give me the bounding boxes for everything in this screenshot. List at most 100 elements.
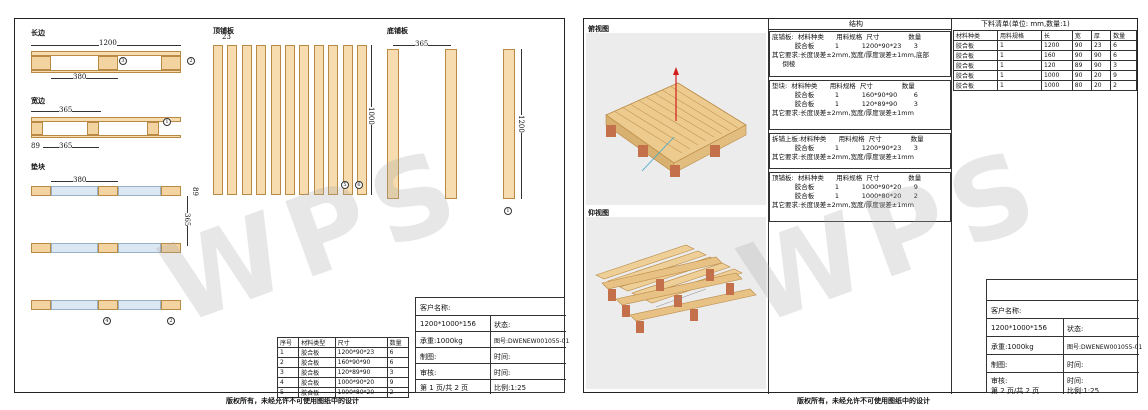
dim-89: 89 [31, 142, 40, 150]
status-label: 状态: [1067, 325, 1084, 333]
bom-cell: 3 [276, 367, 300, 378]
pallet-bottom-view-icon [595, 244, 757, 333]
dim-1200-bottom: 1200 [517, 115, 525, 133]
block-row-2-block [161, 243, 181, 253]
top-board-slat [285, 45, 295, 195]
structure-section: 垫块: 材料种类 用料规格 尺寸 数量 胶合板 1 160*90*90 6 胶合… [769, 80, 951, 130]
structure-line: 其它要求:长度误差±2mm,宽度/厚度误差±1mm [772, 109, 914, 117]
wide-side-block [147, 122, 159, 135]
cut-list-cell: 1 [997, 50, 1043, 61]
bom-cell: 2 [386, 387, 410, 398]
top-board-slat [227, 45, 238, 195]
cut-list-cell: 1000 [1041, 70, 1073, 81]
cut-list-cell: 1 [997, 40, 1043, 51]
dim-1000-top: 1000 [367, 107, 375, 125]
bom-cell: 1200*90*23 [334, 347, 388, 358]
load-value: 承重:1000kg [991, 343, 1034, 351]
top-board-slat [299, 45, 310, 195]
cut-list-cell: 20 [1090, 80, 1112, 91]
bottom-board-slat [445, 49, 457, 199]
structure-line: 顶铺板: 材料种类 用料规格 尺寸 数量 [772, 174, 922, 182]
top-board-slat [313, 45, 324, 195]
cut-list-cell: 90 [1090, 60, 1112, 71]
structure-line: 拆铺上板:材料种类 用料规格 尺寸 数量 [772, 135, 924, 143]
block-row-1-block [98, 186, 118, 196]
title-divider [1063, 318, 1064, 394]
cut-list-cell: 胶合板 [952, 70, 999, 81]
block-row-2-block [31, 243, 51, 253]
label-bottom-board: 底铺板 [387, 26, 408, 35]
cut-list-cell: 90 [1071, 40, 1092, 51]
footer-note-1: 版权所有，未经允许不可使用图纸中的设计 [226, 397, 359, 405]
bom-header: 数量 [386, 337, 410, 348]
dim-89-block: 89 [191, 187, 199, 196]
cut-list-cell: 160 [1041, 50, 1073, 61]
block-row-2-gap [51, 243, 98, 253]
bom-cell: 4 [276, 377, 300, 388]
structure-title: 结构 [849, 20, 863, 28]
cut-list-cell: 1000 [1041, 80, 1073, 91]
title-divider [490, 315, 491, 394]
structure-line: 其它要求:长度误差±2mm,宽度/厚度误差±1mm [772, 153, 914, 161]
cut-list-header-row: 材料种类 用料规格 长 宽 厚 数量 [952, 30, 1137, 41]
label-long-side: 长边 [31, 28, 45, 37]
bom-cell: 1 [276, 347, 300, 358]
block-row-1-gap [118, 186, 161, 196]
structure-line: 其它要求:长度误差±2mm,宽度/厚度误差±1mm [772, 201, 914, 209]
footer-note-2: 版权所有，未经允许不可使用图纸中的设计 [797, 397, 930, 405]
cut-list-header: 用料规格 [997, 30, 1043, 41]
dim-380-long: 380 [73, 73, 87, 81]
cut-list-title: 下料清单(单位: mm,数量:1) [981, 20, 1070, 28]
cut-list-header: 材料种类 [952, 30, 999, 41]
status-label: 状态: [494, 321, 511, 329]
structure-line: 胶合板 1 120*89*90 3 [772, 100, 918, 108]
top-board-slats [213, 45, 367, 195]
scale-value: 比例:1:25 [1067, 387, 1100, 395]
callout-2-block: 2 [167, 317, 175, 325]
callout-6: 6 [355, 181, 363, 189]
bom-header: 尺寸 [334, 337, 388, 348]
cut-list-cell: 80 [1071, 80, 1092, 91]
callout-2: 2 [187, 57, 195, 65]
bom-cell: 胶合板 [298, 347, 336, 358]
top-board-slat [213, 45, 223, 195]
long-side-block [31, 56, 51, 70]
page-number: 第 1 页/共 2 页 [420, 384, 469, 392]
long-side-top-board [31, 51, 181, 56]
customer-label: 客户名称: [991, 307, 1022, 315]
time-label: 时间: [1067, 361, 1084, 369]
block-row-3-gap [118, 300, 161, 310]
structure-line: 胶合板 1 160*90*90 6 [772, 91, 918, 99]
cut-list-cell: 6 [1110, 50, 1137, 61]
bom-header: 材料类型 [298, 337, 336, 348]
spec-value: 1200*1000*156 [991, 324, 1047, 332]
reviewer-label: 审核: [991, 377, 1008, 385]
dim-23-top: 23 [222, 33, 231, 41]
label-top-view: 俯视图 [588, 24, 609, 33]
bom-cell: 胶合板 [298, 367, 336, 378]
bom-cell: 胶合板 [298, 387, 336, 398]
callout-5: 5 [341, 181, 349, 189]
structure-line: 底铺板: 材料种类 用料规格 尺寸 数量 [772, 33, 922, 41]
drawing-sheet-1: 长边 1200 3 2 380 宽边 365 1 89 365 垫块 380 8… [14, 18, 569, 398]
bom-cell: 1000*80*20 [334, 387, 388, 398]
dim-365-wide-2: 365 [59, 142, 73, 150]
structure-header: 结构 [769, 19, 951, 30]
bottom-board-slat [387, 49, 399, 199]
callout-1: 1 [163, 118, 171, 126]
bom-cell: 胶合板 [298, 377, 336, 388]
dim-365-wide: 365 [59, 106, 73, 114]
drawing-number: 图号:DWENEW001055-01 [494, 338, 570, 345]
dim-1200-long: 1200 [99, 39, 117, 47]
time-label: 时间: [1067, 377, 1084, 385]
structure-panel: 结构 底铺板: 材料种类 用料规格 尺寸 数量 胶合板 1 1200*90*23… [768, 19, 952, 394]
structure-line: 倒棱 [772, 60, 796, 68]
block-row-1-block [161, 186, 181, 196]
